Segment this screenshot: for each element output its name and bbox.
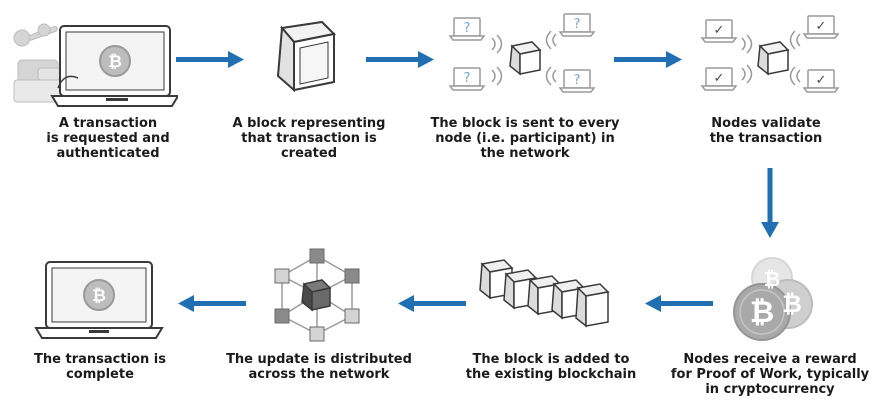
check-mark-3: ✓	[714, 71, 725, 86]
block-cube-icon	[276, 20, 337, 93]
question-mark-1: ?	[464, 21, 471, 36]
arrow-down	[761, 168, 779, 238]
coin-symbol-front: ₿	[750, 295, 774, 330]
laptop-complete-icon: ₿	[34, 261, 164, 339]
step-6-caption: The block is added to the existing block…	[465, 352, 637, 382]
check-mark-1: ✓	[714, 23, 725, 38]
arrow-left-2	[398, 295, 466, 312]
bitcoin-coins-icon: ₿ ₿ ₿	[733, 257, 813, 341]
coin-symbol-back: ₿	[764, 267, 780, 291]
step-2-caption: A block representing that transaction is…	[232, 116, 386, 161]
arrow-right-3	[614, 51, 682, 68]
arrow-left-3	[178, 295, 246, 312]
blockchain-icon	[479, 259, 610, 328]
question-mark-2: ?	[574, 17, 581, 32]
check-mark-2: ✓	[816, 19, 827, 34]
step-1-caption: A transaction is requested and authentic…	[46, 116, 170, 161]
check-mark-4: ✓	[816, 73, 827, 88]
bitcoin-symbol-complete: ₿	[92, 286, 106, 306]
step-7-caption: The update is distributed across the net…	[226, 352, 412, 382]
bitcoin-symbol: ₿	[108, 52, 122, 72]
laptop-bitcoin-icon: ₿	[13, 23, 178, 107]
network-broadcast-icon: ? ? ? ?	[448, 13, 596, 93]
distributed-network-icon	[274, 248, 360, 342]
question-mark-3: ?	[464, 71, 471, 86]
nodes-validate-icon: ✓ ✓ ✓ ✓	[700, 15, 840, 93]
step-3-caption: The block is sent to every node (i.e. pa…	[430, 116, 620, 161]
arrow-left-1	[645, 295, 713, 312]
arrow-right-1	[176, 51, 244, 68]
question-mark-4: ?	[574, 73, 581, 88]
step-5-caption: Nodes receive a reward for Proof of Work…	[670, 352, 870, 397]
coin-symbol-mid: ₿	[782, 290, 802, 318]
arrow-right-2	[366, 51, 434, 68]
step-4-caption: Nodes validate the transaction	[709, 116, 823, 146]
step-8-caption: The transaction is complete	[34, 352, 166, 382]
